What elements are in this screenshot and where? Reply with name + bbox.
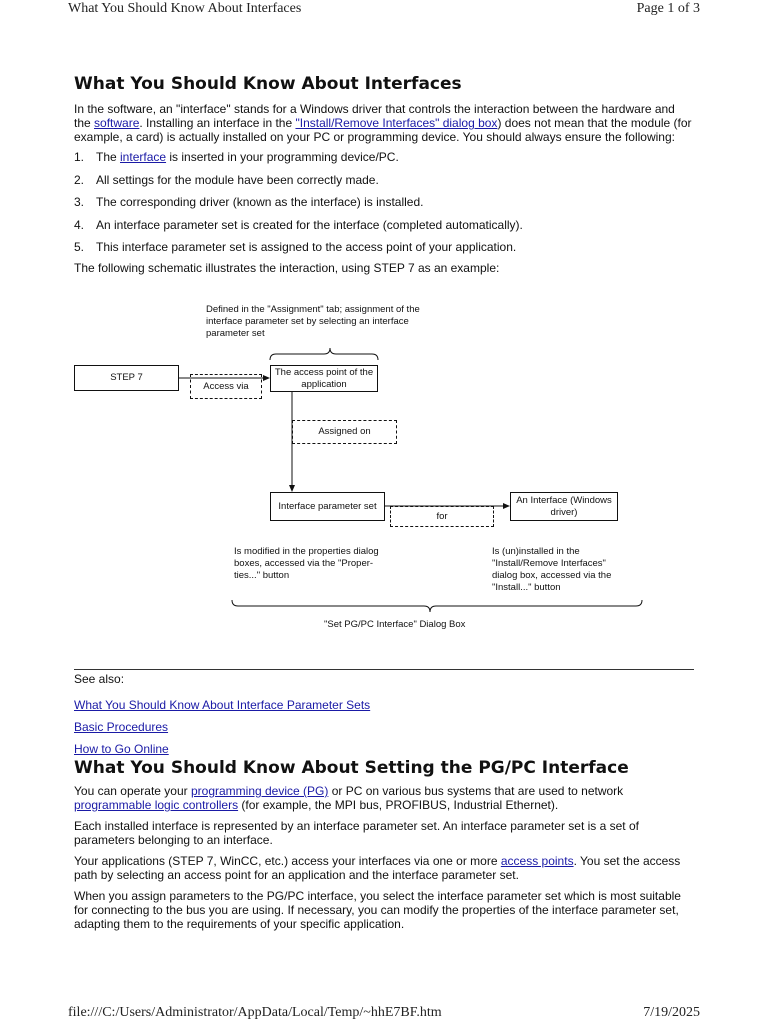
paragraph: You can operate your programming device …	[74, 784, 694, 812]
interface-box: An Interface (Windows driver)	[510, 492, 618, 521]
section-interfaces: What You Should Know About Interfaces In…	[74, 74, 694, 281]
programming-device-link[interactable]: programming device (PG)	[190, 784, 329, 798]
intro-text-3: ) does not mean that the module (for exa…	[74, 116, 692, 144]
list-item: 4. An interface parameter set is created …	[74, 218, 694, 232]
see-also-links: What You Should Know About Interface Par…	[74, 698, 370, 764]
list-item: 5. This interface parameter set is assign…	[74, 240, 694, 254]
requirements-list: 1. The interface is inserted in your prog…	[74, 150, 694, 254]
see-also-item: How to Go Online	[74, 742, 370, 764]
install-note: Is (un)installed in the "Install/Remove …	[492, 546, 612, 593]
paragraph-text: You can operate your	[74, 784, 191, 798]
list-number: 4.	[74, 217, 85, 232]
intro-text-2: . Installing an interface in the	[139, 116, 296, 130]
paragraph: Your applications (STEP 7, WinCC, etc.) …	[74, 854, 694, 882]
list-item: 2. All settings for the module have been …	[74, 173, 694, 187]
schematic-intro: The following schematic illustrates the …	[74, 260, 500, 275]
list-text: This interface parameter set is assigned…	[96, 240, 517, 254]
list-text: All settings for the module have been co…	[96, 172, 379, 187]
list-text: The	[96, 150, 121, 164]
print-footer: file:///C:/Users/Administrator/AppData/L…	[68, 1002, 700, 1024]
intro-text-1: In the software, an "interface" stands f…	[74, 102, 675, 130]
arrow-head	[263, 375, 270, 381]
section-heading: What You Should Know About Setting the P…	[74, 758, 629, 778]
top-brace	[269, 347, 379, 361]
print-header-page: Page 1 of 3	[636, 1, 700, 16]
properties-note: Is modified in the properties dialog box…	[234, 546, 379, 581]
footer-path: file:///C:/Users/Administrator/AppData/L…	[68, 1005, 442, 1020]
section-heading: What You Should Know About Interfaces	[74, 74, 462, 94]
dialog-box-label: "Set PG/PC Interface" Dialog Box	[324, 619, 466, 630]
list-number: 2.	[74, 172, 85, 187]
go-online-link[interactable]: How to Go Online	[74, 742, 169, 756]
interaction-schematic: Defined in the "Assignment" tab; assignm…	[74, 298, 674, 638]
paragraph-text: (for example, the MPI bus, PROFIBUS, Ind…	[238, 798, 559, 812]
parameter-sets-link[interactable]: What You Should Know About Interface Par…	[74, 698, 371, 712]
list-item: 1. The interface is inserted in your prog…	[74, 150, 694, 164]
step7-box: STEP 7	[74, 365, 179, 391]
see-also-label: See also:	[74, 672, 125, 686]
basic-procedures-link[interactable]: Basic Procedures	[74, 720, 169, 734]
list-item: 3. The corresponding driver (known as the…	[74, 195, 694, 209]
list-number: 3.	[74, 195, 85, 209]
software-link[interactable]: software	[94, 116, 140, 130]
install-remove-dialog-link[interactable]: "Install/Remove Interfaces" dialog box	[295, 116, 498, 130]
access-points-link[interactable]: access points	[500, 854, 574, 868]
paragraph-text: or PC on various bus systems that are us…	[328, 784, 624, 798]
divider	[74, 669, 694, 670]
interface-link[interactable]: interface	[120, 150, 167, 164]
arrow-head	[503, 503, 510, 509]
see-also-item: What You Should Know About Interface Par…	[74, 698, 370, 720]
arrow-head	[289, 485, 295, 492]
section-pgpc-interface: What You Should Know About Setting the P…	[74, 758, 694, 938]
paragraph-text: Your applications (STEP 7, WinCC, etc.) …	[74, 854, 501, 868]
list-text: is inserted in your programming device/P…	[166, 150, 399, 164]
see-also-item: Basic Procedures	[74, 720, 370, 742]
print-header-title: What You Should Know About Interfaces	[68, 1, 302, 16]
param-set-box: Interface parameter set	[270, 492, 385, 521]
paragraph: Each installed interface is represented …	[74, 819, 639, 847]
footer-date: 7/19/2025	[643, 1005, 700, 1020]
paragraph: When you assign parameters to the PG/PC …	[74, 889, 681, 931]
intro-paragraph: In the software, an "interface" stands f…	[74, 102, 694, 144]
list-number: 5.	[74, 240, 85, 254]
access-via-label: Access via	[190, 374, 262, 399]
for-label: for	[390, 506, 494, 527]
list-text: The corresponding driver (known as the i…	[96, 195, 424, 209]
list-text: An interface parameter set is created fo…	[96, 217, 523, 232]
assigned-on-label: Assigned on	[292, 420, 397, 444]
access-point-box: The access point of the application	[270, 365, 378, 392]
assignment-note: Defined in the "Assignment" tab; assignm…	[206, 304, 420, 339]
paragraph-text: . You set the access path by selecting a…	[74, 854, 681, 882]
plc-link[interactable]: programmable logic controllers	[74, 798, 239, 812]
bottom-brace	[231, 599, 643, 613]
print-header: What You Should Know About Interfaces Pa…	[68, 0, 700, 20]
list-number: 1.	[74, 150, 85, 164]
